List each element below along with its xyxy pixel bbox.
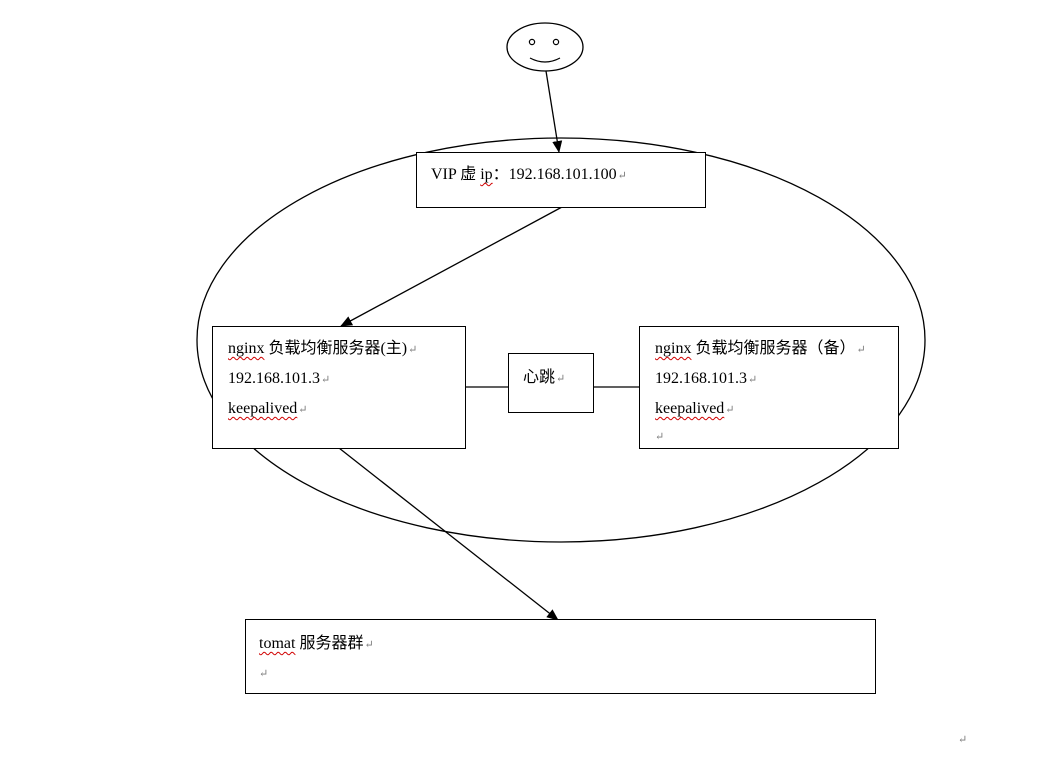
- backup-nginx-word: nginx: [655, 340, 692, 357]
- vip-label: VIP 虚 ip：192.168.101.100↵: [431, 165, 627, 186]
- cluster-ellipse: [196, 137, 926, 543]
- paragraph-mark-icon: ↵: [617, 170, 627, 182]
- master-ip: 192.168.101.3: [228, 370, 320, 387]
- tomcat-word: tomat: [259, 635, 296, 652]
- backup-line-ip: 192.168.101.3↵: [655, 369, 757, 390]
- backup-ip: 192.168.101.3: [655, 370, 747, 387]
- vip-box: VIP 虚 ip：192.168.101.100↵: [416, 152, 706, 208]
- tomcat-box: tomat 服务器群↵ ↵: [245, 619, 876, 694]
- master-title-rest: 负载均衡服务器(主): [264, 340, 408, 357]
- paragraph-mark-icon: ↵: [259, 668, 269, 680]
- master-line-ip: 192.168.101.3↵: [228, 369, 330, 390]
- nginx-master-box: nginx 负载均衡服务器(主)↵ 192.168.101.3↵ keepali…: [212, 326, 466, 449]
- arrow-vip-to-master: [340, 206, 563, 327]
- backup-line-keepalived: keepalived↵: [655, 399, 735, 420]
- master-line-keepalived: keepalived↵: [228, 399, 308, 420]
- tomcat-line-title: tomat 服务器群↵: [259, 634, 374, 655]
- vip-label-ip: ip: [480, 166, 493, 183]
- paragraph-mark-icon: ↵: [408, 344, 418, 356]
- user-smiley-icon: [506, 22, 584, 72]
- master-nginx-word: nginx: [228, 340, 265, 357]
- heartbeat-box: 心跳↵: [508, 353, 594, 413]
- backup-keepalived: keepalived: [655, 400, 725, 417]
- paragraph-mark-icon: ↵: [364, 639, 374, 651]
- paragraph-mark-icon: ↵: [321, 374, 331, 386]
- paragraph-mark-icon: ↵: [655, 431, 665, 443]
- tomcat-title-rest: 服务器群: [295, 635, 364, 652]
- paragraph-mark-icon: ↵: [748, 374, 758, 386]
- paragraph-mark-icon: ↵: [725, 404, 735, 416]
- vip-label-prefix: VIP 虚: [431, 166, 481, 183]
- arrow-master-to-tomcat: [338, 447, 559, 621]
- master-keepalived: keepalived: [228, 400, 298, 417]
- backup-line-title: nginx 负载均衡服务器（备）↵: [655, 339, 866, 360]
- paragraph-mark-icon: ↵: [298, 404, 308, 416]
- vip-label-address: ：192.168.101.100: [492, 166, 617, 183]
- arrow-user-to-vip: [545, 70, 563, 153]
- paragraph-mark-icon: ↵: [856, 344, 866, 356]
- backup-title-rest: 负载均衡服务器（备）: [691, 340, 856, 357]
- heartbeat-line: 心跳↵: [523, 368, 565, 389]
- nginx-backup-box: nginx 负载均衡服务器（备）↵ 192.168.101.3↵ keepali…: [639, 326, 899, 449]
- master-line-title: nginx 负载均衡服务器(主)↵: [228, 339, 417, 360]
- paragraph-mark-icon: ↵: [958, 734, 968, 746]
- paragraph-mark-icon: ↵: [556, 373, 566, 385]
- heartbeat-label: 心跳: [523, 369, 556, 386]
